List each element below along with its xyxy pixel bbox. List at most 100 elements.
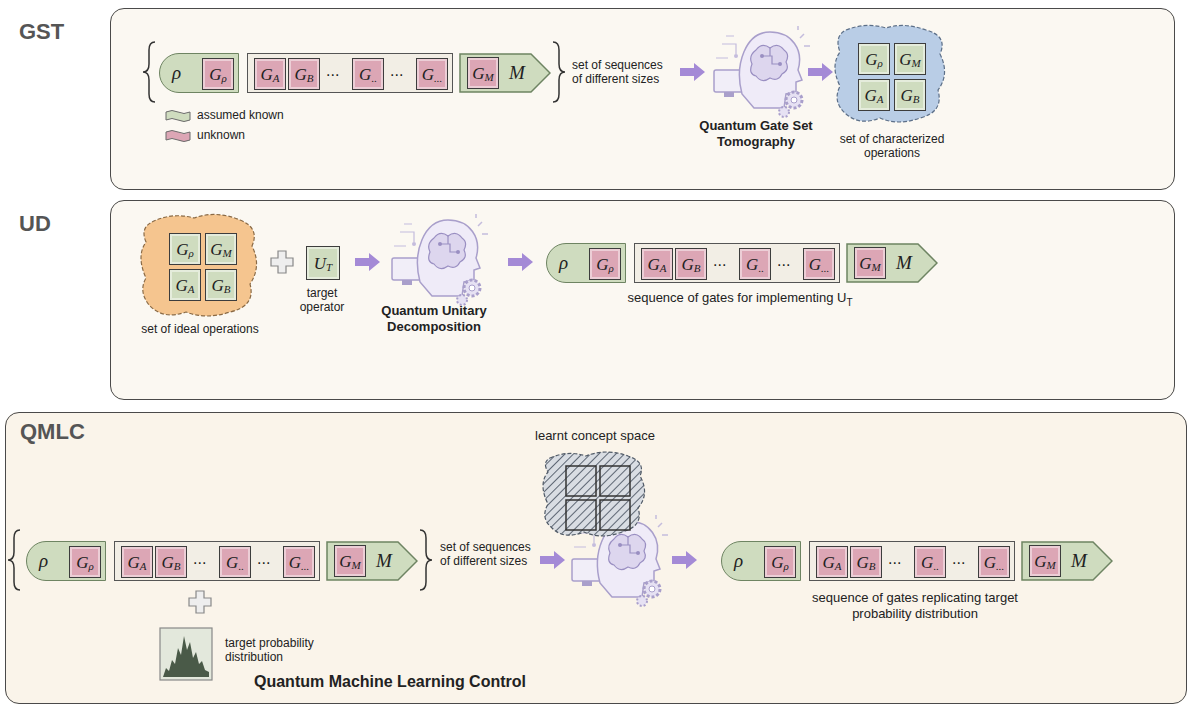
gate-symbol: G xyxy=(339,553,351,570)
caption: Quantum Gate Set Tomography xyxy=(699,118,812,149)
gate-subscript: A xyxy=(273,73,280,84)
gate-symbol: G xyxy=(596,256,608,273)
gate-symbol: G xyxy=(647,256,659,273)
operator-symbol: M xyxy=(1071,550,1087,572)
caption: target operator xyxy=(300,286,345,314)
gate-subscript: ρ xyxy=(609,263,614,274)
gate-symbol: G xyxy=(226,554,238,571)
gate-symbol: G xyxy=(127,554,139,571)
gate-subscript: ... xyxy=(996,561,1004,572)
operator-symbol: ρ xyxy=(734,550,743,572)
gate-sequence: ......GAGBG..G... xyxy=(114,541,320,581)
state-preparation: ρGρ xyxy=(159,53,239,93)
gate-symbol: G xyxy=(472,65,484,82)
gate-symbol: G xyxy=(175,277,187,294)
operator-symbol: ρ xyxy=(172,62,181,84)
gate-symbol: G xyxy=(681,256,693,273)
gate-subscript: ρ xyxy=(784,561,789,572)
gate-box: G... xyxy=(283,546,315,578)
gate-subscript: ρ xyxy=(222,73,227,84)
gate-symbol: G xyxy=(359,66,371,83)
gate-symbol: G xyxy=(76,554,88,571)
gate-box: GA xyxy=(121,546,153,578)
measurement: MGM xyxy=(326,541,418,581)
gate-subscript: M xyxy=(912,58,921,69)
gate-symbol: U xyxy=(314,255,326,272)
gate-box: Gρ xyxy=(169,233,201,265)
ellipsis: ... xyxy=(326,62,339,80)
gate-symbol: G xyxy=(161,554,173,571)
gate-box: GB xyxy=(205,269,237,301)
gate-box: UT xyxy=(306,246,340,280)
gate-subscript: M xyxy=(1047,560,1056,571)
caption: set of characterized operations xyxy=(840,132,945,160)
legend-text: assumed known xyxy=(197,108,284,122)
gate-symbol: G xyxy=(176,241,188,258)
label-box: Quantum Gate Set Tomography xyxy=(676,118,836,149)
label-box: set of sequences of different sizes xyxy=(572,58,672,87)
measurement: MGM xyxy=(846,243,938,283)
ellipsis: ... xyxy=(777,252,790,270)
gate-symbol: G xyxy=(822,554,834,571)
gate-subscript: ... xyxy=(821,263,829,274)
gate-subscript: ... xyxy=(434,73,442,84)
gate-subscript: A xyxy=(877,94,884,105)
gate-subscript: A xyxy=(188,284,195,295)
label-box: learnt concept space xyxy=(520,428,670,444)
gate-box: Gρ xyxy=(69,546,101,578)
gate-box: GA xyxy=(858,79,890,111)
operator-symbol: M xyxy=(509,62,525,84)
caption: sequence of gates replicating target pro… xyxy=(812,590,1018,621)
caption-subscript: T xyxy=(846,297,852,308)
gate-subscript: A xyxy=(835,561,842,572)
gate-subscript: M xyxy=(352,560,361,571)
ellipsis: ... xyxy=(952,550,965,568)
label-box: Quantum Machine Learning Control xyxy=(190,672,590,691)
gate-box: G... xyxy=(803,248,835,280)
gate-subscript: ρ xyxy=(89,561,94,572)
label-box: target probability distribution xyxy=(225,636,335,665)
label-box: target operator xyxy=(292,286,352,315)
gate-subscript: B xyxy=(869,561,876,572)
label-box: Quantum Unitary Decomposition xyxy=(369,303,499,334)
panel-heading: GST xyxy=(19,19,64,45)
gate-box: GM xyxy=(205,233,237,265)
gate-symbol: G xyxy=(856,554,868,571)
operator-symbol: ρ xyxy=(39,550,48,572)
gate-box: Gρ xyxy=(858,43,890,75)
caption: Quantum Unitary Decomposition xyxy=(381,303,486,334)
legend-swatch xyxy=(165,129,191,143)
gate-symbol: G xyxy=(921,554,933,571)
gate-symbol: G xyxy=(289,554,301,571)
operator-symbol: M xyxy=(896,252,912,274)
panel: QMLCρGρ......GAGBG..G...MGMρGρ......GAGB… xyxy=(5,412,1187,704)
gate-symbol: G xyxy=(210,241,222,258)
gate-box: GA xyxy=(169,269,201,301)
gate-symbol: G xyxy=(209,66,221,83)
caption: Quantum Machine Learning Control xyxy=(254,673,526,690)
gate-sequence: ......GAGBG..G... xyxy=(809,541,1015,581)
gate-box: G... xyxy=(978,546,1010,578)
gate-subscript: A xyxy=(140,561,147,572)
panel-heading: UD xyxy=(19,211,51,237)
gate-subscript: M xyxy=(872,262,881,273)
ellipsis: ... xyxy=(390,62,403,80)
caption: set of ideal operations xyxy=(141,322,258,336)
gate-subscript: ... xyxy=(301,561,309,572)
gate-box: G.. xyxy=(352,58,384,90)
measurement: MGM xyxy=(1021,541,1113,581)
gate-box: GB xyxy=(675,248,707,280)
label-box: set of ideal operations xyxy=(130,322,270,336)
ellipsis: ... xyxy=(257,550,270,568)
ellipsis: ... xyxy=(193,550,206,568)
gate-box: GB xyxy=(155,546,187,578)
gate-sequence: ......GAGBG..G... xyxy=(634,243,840,283)
gate-subscript: B xyxy=(694,263,701,274)
gate-symbol: G xyxy=(984,554,996,571)
gate-subscript: .. xyxy=(371,73,377,84)
operator-symbol: M xyxy=(376,550,392,572)
gate-symbol: G xyxy=(864,87,876,104)
gate-box: G.. xyxy=(739,248,771,280)
gate-subscript: ρ xyxy=(189,248,194,259)
gate-symbol: G xyxy=(771,554,783,571)
